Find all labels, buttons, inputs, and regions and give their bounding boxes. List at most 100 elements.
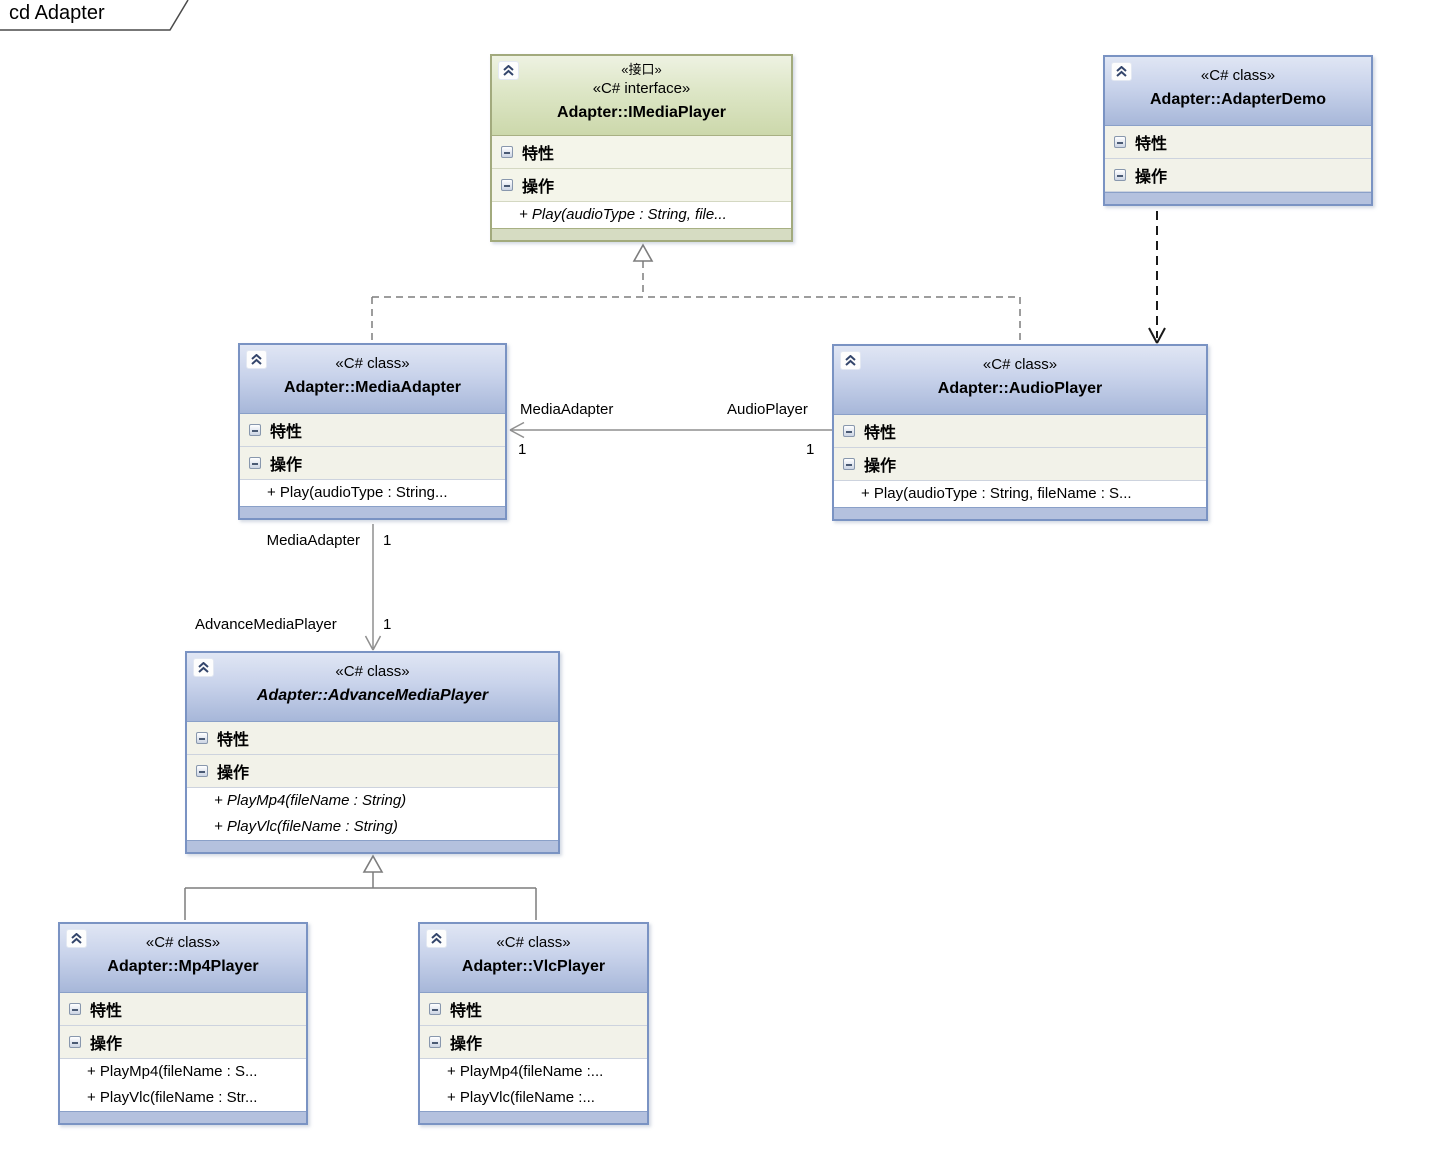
dependency-edge [1148,211,1166,344]
class-header: «接口» «C# interface» Adapter::IMediaPlaye… [492,56,791,136]
collapse-class-button[interactable] [498,61,519,80]
operations-section[interactable]: 操作 [187,755,558,788]
class-box-mediaadapter[interactable]: «C# class» Adapter::MediaAdapter 特性 操作 +… [238,343,507,520]
collapse-section-icon[interactable] [196,765,208,777]
class-name: Adapter::AudioPlayer [937,380,1103,397]
class-box-advancemediaplayer[interactable]: «C# class» Adapter::AdvanceMediaPlayer 特… [185,651,560,854]
collapse-section-icon[interactable] [1114,169,1126,181]
class-box-imediaplayer[interactable]: «接口» «C# interface» Adapter::IMediaPlaye… [490,54,793,242]
role-label-audioplayer: AudioPlayer [727,401,808,418]
collapse-section-icon[interactable] [429,1003,441,1015]
class-name: Adapter::IMediaPlayer [557,104,726,121]
operations-section[interactable]: 操作 [1105,159,1371,192]
class-header: «C# class» Adapter::VlcPlayer [420,924,647,993]
stereotype-label: «C# class» [496,934,571,951]
operations-section[interactable]: 操作 [60,1026,306,1059]
operations-section[interactable]: 操作 [420,1026,647,1059]
operations-section-label: 操作 [270,457,303,474]
operation-item[interactable]: + PlayVlc(fileName : Str... [60,1085,306,1111]
collapse-section-icon[interactable] [69,1036,81,1048]
collapse-class-button[interactable] [840,351,861,370]
class-header: «C# class» Adapter::AdvanceMediaPlayer [187,653,558,722]
association-media-advance-edge [364,524,382,651]
class-box-adapterdemo[interactable]: «C# class» Adapter::AdapterDemo 特性 操作 [1103,55,1373,206]
association-audio-media-edge [509,421,832,439]
attributes-section-label: 特性 [217,732,250,749]
attributes-section-label: 特性 [522,146,555,163]
class-footer-strip [60,1111,306,1123]
class-name: Adapter::AdapterDemo [1149,91,1326,108]
operations-section-label: 操作 [864,458,897,475]
class-name: Adapter::Mp4Player [107,958,259,975]
attributes-section[interactable]: 特性 [492,136,791,169]
collapse-section-icon[interactable] [501,146,513,158]
operation-item[interactable]: + PlayMp4(fileName : S... [60,1059,306,1085]
operations-section-label: 操作 [522,179,555,196]
class-header: «C# class» Adapter::AdapterDemo [1105,57,1371,126]
class-name: Adapter::VlcPlayer [461,958,606,975]
class-header: «C# class» Adapter::Mp4Player [60,924,306,993]
attributes-section-label: 特性 [450,1003,483,1020]
operation-item[interactable]: + PlayVlc(fileName : String) [187,814,558,840]
frame-tab-outline [0,0,189,31]
operations-section[interactable]: 操作 [240,447,505,480]
operation-item[interactable]: + Play(audioType : String, file... [492,202,791,228]
collapse-class-button[interactable] [246,350,267,369]
mult-label-mediaadapter-vert: 1 [383,532,392,549]
collapse-section-icon[interactable] [843,425,855,437]
class-footer-strip [834,507,1206,519]
operations-section-label: 操作 [217,765,250,782]
attributes-section[interactable]: 特性 [60,993,306,1026]
class-box-mp4player[interactable]: «C# class» Adapter::Mp4Player 特性 操作 + Pl… [58,922,308,1125]
operations-section-label: 操作 [450,1036,483,1053]
collapse-section-icon[interactable] [196,732,208,744]
mult-label-mediaadapter: 1 [518,441,527,458]
attributes-section[interactable]: 特性 [187,722,558,755]
stereotype-label: «C# class» [1200,67,1276,84]
chevron-up-icon [198,662,209,673]
collapse-section-icon[interactable] [69,1003,81,1015]
collapse-section-icon[interactable] [249,424,261,436]
stereotype-label: «C# class» [335,355,410,372]
collapse-class-button[interactable] [66,929,87,948]
operations-section-label: 操作 [1135,169,1168,186]
operations-section[interactable]: 操作 [492,169,791,202]
stereotype-label: «C# class» [982,356,1058,373]
attributes-section[interactable]: 特性 [834,415,1206,448]
class-footer-strip [240,506,505,518]
frame-title: cd Adapter [9,2,105,24]
operation-item[interactable]: + Play(audioType : String, fileName : S.… [834,481,1206,507]
frame-tab: cd Adapter [0,0,200,32]
collapse-class-button[interactable] [426,929,447,948]
class-header: «C# class» Adapter::MediaAdapter [240,345,505,414]
class-name: Adapter::MediaAdapter [284,379,461,396]
collapse-class-button[interactable] [1111,62,1132,81]
class-footer-strip [187,840,558,852]
operation-item[interactable]: + PlayMp4(fileName : String) [187,788,558,814]
chevron-up-icon [845,355,856,366]
collapse-section-icon[interactable] [249,457,261,469]
collapse-section-icon[interactable] [1114,136,1126,148]
collapse-section-icon[interactable] [429,1036,441,1048]
operation-item[interactable]: + PlayMp4(fileName :... [420,1059,647,1085]
attributes-section-label: 特性 [270,424,303,441]
operations-section[interactable]: 操作 [834,448,1206,481]
realization-edge [371,243,1021,343]
class-box-vlcplayer[interactable]: «C# class» Adapter::VlcPlayer 特性 操作 + Pl… [418,922,649,1125]
operation-item[interactable]: + PlayVlc(fileName :... [420,1085,647,1111]
role-label-mediaadapter-vert: MediaAdapter [266,532,360,549]
attributes-section[interactable]: 特性 [240,414,505,447]
attributes-section-label: 特性 [90,1003,123,1020]
chevron-up-icon [503,65,514,76]
attributes-section[interactable]: 特性 [420,993,647,1026]
collapse-section-icon[interactable] [501,179,513,191]
attributes-section[interactable]: 特性 [1105,126,1371,159]
operation-item[interactable]: + Play(audioType : String... [240,480,505,506]
collapse-section-icon[interactable] [843,458,855,470]
class-box-audioplayer[interactable]: «C# class» Adapter::AudioPlayer 特性 操作 + … [832,344,1208,521]
stereotype-cn-label: «接口» [621,62,662,77]
collapse-class-button[interactable] [193,658,214,677]
class-header: «C# class» Adapter::AudioPlayer [834,346,1206,415]
role-label-advancemediaplayer: AdvanceMediaPlayer [195,616,337,633]
